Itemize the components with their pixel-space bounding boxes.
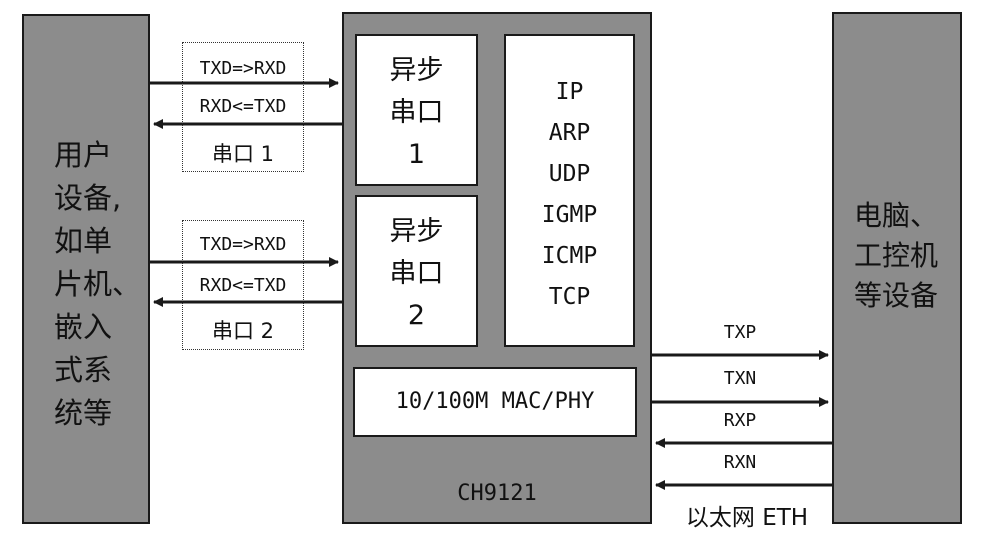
mac-phy-label: 10/100M MAC/PHY	[395, 389, 595, 414]
user-device-label: 用户 设备, 如单 片机、 嵌入 式系 统等	[54, 138, 142, 430]
serial2-tx-label: TXD=>RXD	[199, 234, 287, 255]
serial1-name-label: 串口 1	[211, 142, 275, 166]
eth-signal-rxp: RXP	[723, 410, 757, 431]
uart1-label: 异步 串口 1	[389, 55, 444, 170]
protocol-stack-label: IP ARP UDP IGMP ICMP TCP	[541, 79, 598, 310]
uart2-block: 异步 串口 2	[355, 195, 478, 347]
serial2-label-box	[182, 220, 304, 350]
uart2-label: 异步 串口 2	[389, 216, 444, 331]
serial2-rx-label: RXD<=TXD	[199, 275, 287, 296]
serial1-tx-label: TXD=>RXD	[199, 58, 287, 79]
pc-device-block: 电脑、 工控机 等设备	[832, 12, 962, 524]
user-device-block: 用户 设备, 如单 片机、 嵌入 式系 统等	[22, 14, 150, 524]
uart1-block: 异步 串口 1	[355, 34, 478, 186]
ethernet-label: 以太网 ETH	[685, 505, 809, 531]
serial2-name-label: 串口 2	[211, 319, 275, 343]
eth-signal-txn: TXN	[723, 368, 757, 389]
eth-signal-txp: TXP	[723, 322, 757, 343]
chip-name-label: CH9121	[457, 481, 537, 506]
serial1-label-box	[182, 42, 304, 172]
pc-device-label: 电脑、 工控机 等设备	[854, 199, 939, 312]
serial1-rx-label: RXD<=TXD	[199, 96, 287, 117]
protocol-stack-block: IP ARP UDP IGMP ICMP TCP	[504, 34, 635, 347]
mac-phy-block: 10/100M MAC/PHY	[353, 367, 637, 437]
eth-signal-rxn: RXN	[723, 452, 757, 473]
